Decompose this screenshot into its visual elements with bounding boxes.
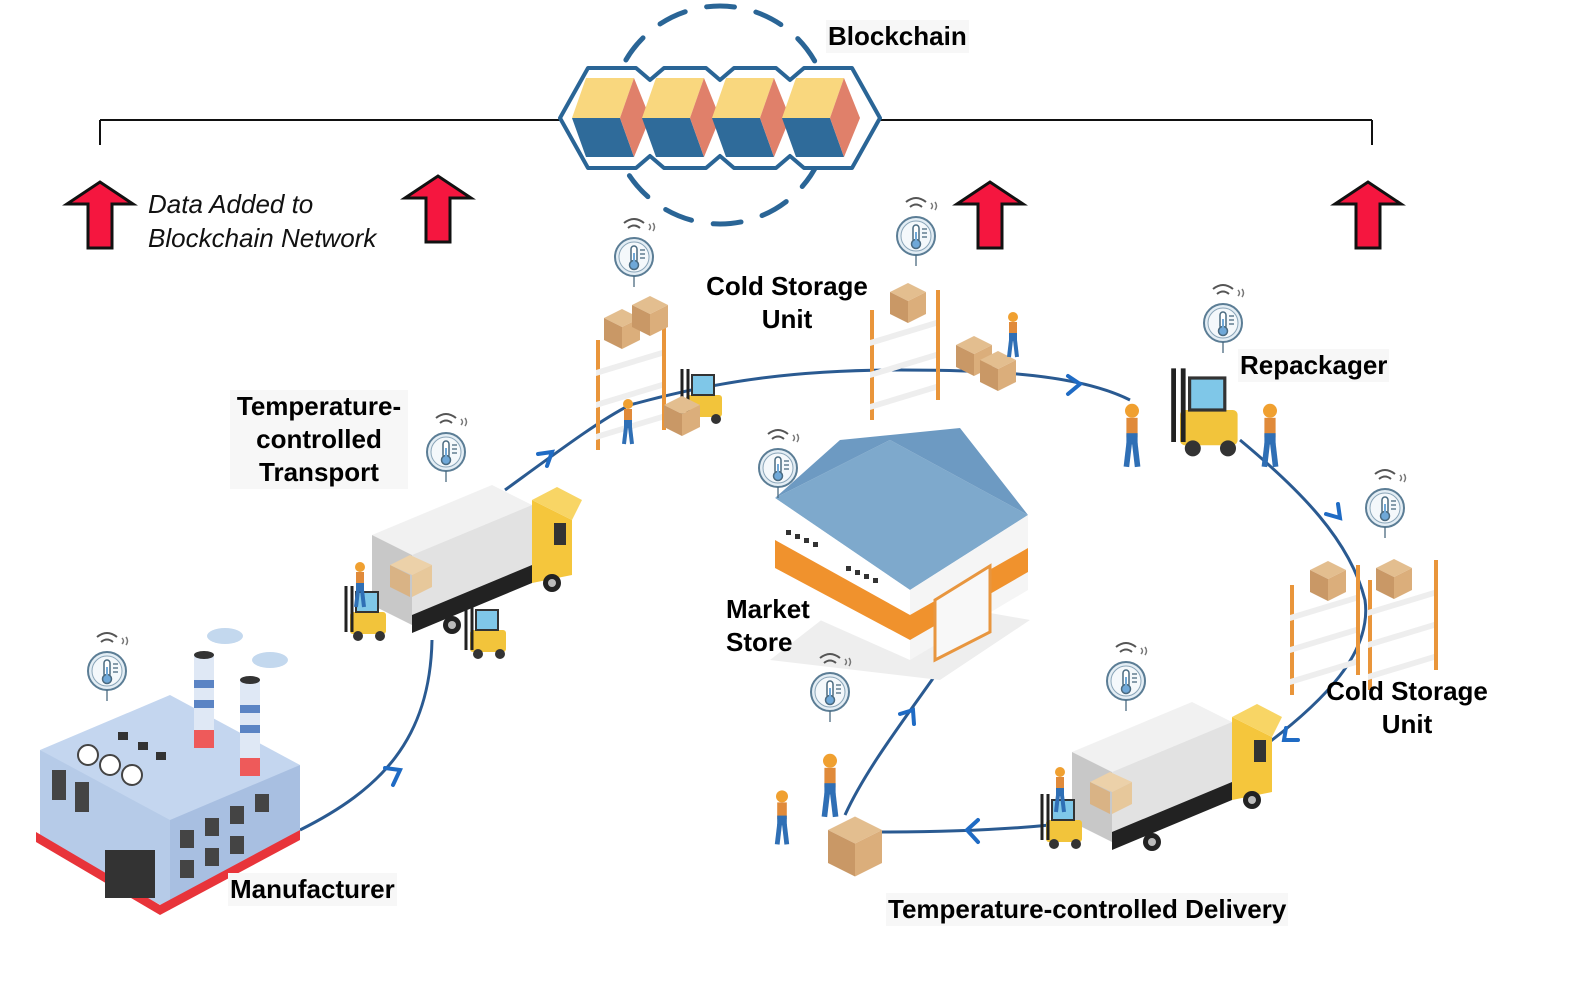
worker-icon (1006, 310, 1020, 359)
worker-icon (776, 790, 788, 844)
thermometer-sensor-icon (1203, 284, 1245, 354)
node-label-delivery: Temperature-controlled Delivery (886, 893, 1289, 926)
thermometer-sensor-icon (896, 197, 938, 267)
box-icon (890, 283, 926, 323)
worker-icon (823, 754, 837, 817)
factory-icon (36, 628, 300, 915)
blockchain-block (572, 78, 650, 157)
box-icon (1310, 561, 1346, 601)
data-upload-arrow (403, 174, 473, 244)
blockchain-block (712, 78, 790, 157)
annotation-line-2: Blockchain Network (148, 223, 377, 253)
thermometer-sensor-icon (1106, 642, 1148, 712)
box-icon (1376, 559, 1412, 599)
thermometer-sensor-icon (1365, 469, 1407, 539)
data-upload-arrow (1333, 180, 1403, 250)
warehouse-icon (770, 428, 1030, 680)
blockchain-title: Blockchain (826, 20, 969, 53)
node-label-market-store: Market Store (724, 593, 812, 659)
label-line: controlled (256, 424, 382, 454)
forklift-icon (464, 602, 508, 661)
label-line: Store (726, 627, 793, 657)
worker-icon (1125, 404, 1139, 467)
label-line: Unit (1381, 709, 1433, 739)
blockchain-block (782, 78, 860, 157)
node-label-repackager: Repackager (1238, 349, 1390, 382)
worker-icon (1263, 404, 1277, 467)
label-line: Market (726, 594, 810, 624)
label-line: Cold Storage (1326, 676, 1488, 706)
node-label-cold-storage-1: Cold Storage Unit (696, 270, 878, 336)
node-label-manufacturer: Manufacturer (228, 873, 397, 906)
node-label-cold-storage-2: Cold Storage Unit (1316, 675, 1498, 741)
data-upload-arrow (955, 180, 1025, 250)
annotation-line-1: Data Added to (148, 189, 314, 219)
label-line: Unit (761, 304, 813, 334)
blockchain-block (642, 78, 720, 157)
label-line: Cold Storage (706, 271, 868, 301)
forklift-icon (1174, 368, 1238, 456)
thermometer-sensor-icon (426, 413, 468, 483)
data-upload-arrow (65, 180, 135, 250)
box-pallet-icon (828, 816, 882, 877)
thermometer-sensor-icon (87, 632, 129, 702)
label-line: Transport (259, 457, 379, 487)
node-label-transport: Temperature- controlled Transport (230, 390, 408, 489)
flow-direction-arrow (383, 374, 1343, 844)
blockchain-icon (558, 66, 882, 170)
worker-icon (621, 397, 635, 446)
label-line: Temperature- (236, 391, 402, 421)
thermometer-sensor-icon (614, 218, 656, 288)
delivery-truck-icon (1072, 702, 1282, 851)
